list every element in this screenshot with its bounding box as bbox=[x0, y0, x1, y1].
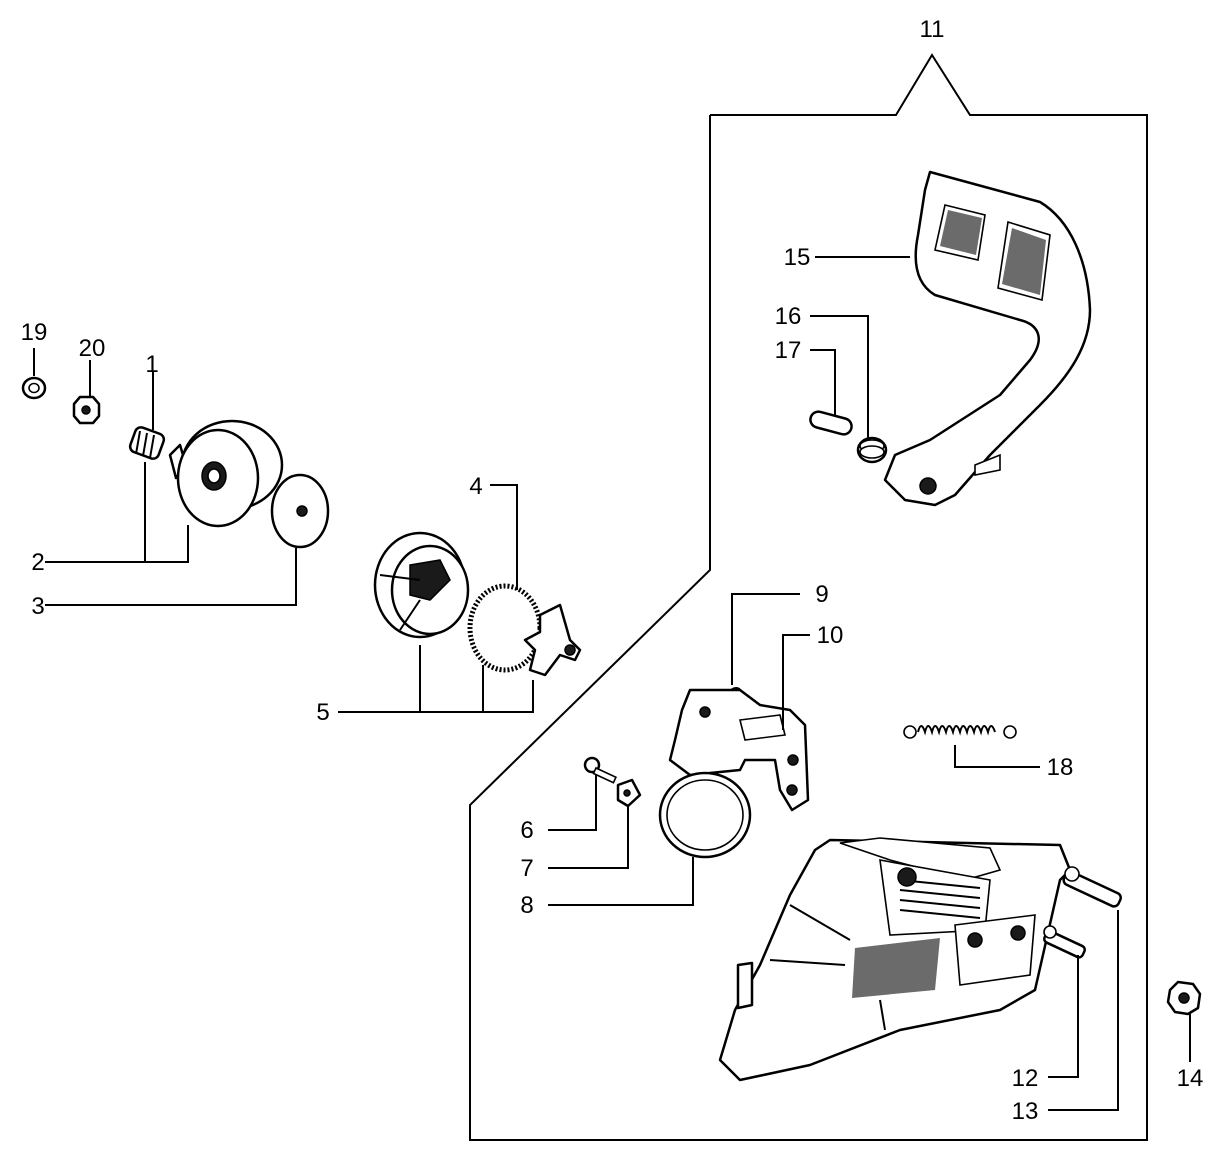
callout-10: 10 bbox=[817, 622, 844, 649]
callout-14: 14 bbox=[1177, 1065, 1204, 1092]
part-8-brake-band bbox=[548, 771, 752, 906]
part-2-clutch-drum bbox=[45, 419, 284, 563]
part-10-brake-lever bbox=[668, 634, 810, 812]
callout-4: 4 bbox=[469, 473, 482, 500]
callout-20: 20 bbox=[79, 335, 106, 362]
callout-2: 2 bbox=[31, 549, 44, 576]
callout-7: 7 bbox=[520, 855, 533, 882]
part-9-circlip bbox=[729, 593, 800, 701]
part-12-bolt bbox=[1042, 925, 1086, 1078]
part-18-tension-spring bbox=[903, 725, 1040, 768]
callout-9: 9 bbox=[815, 581, 828, 608]
part-17-pin bbox=[809, 349, 853, 436]
part-14-nut bbox=[1166, 980, 1202, 1062]
callout-13: 13 bbox=[1012, 1098, 1039, 1125]
part-13-pin-bolt bbox=[1048, 866, 1122, 1111]
callout-12: 12 bbox=[1012, 1065, 1039, 1092]
callout-3: 3 bbox=[31, 593, 44, 620]
callout-17: 17 bbox=[775, 337, 802, 364]
part-15-hand-guard bbox=[815, 170, 1092, 507]
callout-1: 1 bbox=[145, 351, 158, 378]
part-6-screw bbox=[548, 756, 618, 831]
chain-brake-cover bbox=[718, 837, 1072, 1082]
part-1-needle-bearing bbox=[128, 372, 166, 460]
callout-5: 5 bbox=[316, 699, 329, 726]
callout-16: 16 bbox=[775, 303, 802, 330]
callout-18: 18 bbox=[1047, 754, 1074, 781]
part-3-washer-plate bbox=[45, 473, 330, 606]
part-19-washer bbox=[21, 348, 47, 400]
part-16-spring bbox=[810, 315, 888, 464]
clutch-hub bbox=[523, 603, 582, 677]
callout-6: 6 bbox=[520, 817, 533, 844]
callout-15: 15 bbox=[784, 244, 811, 271]
callout-19: 19 bbox=[21, 319, 48, 346]
part-5-clutch-shoes bbox=[338, 531, 534, 713]
assembly-11-boundary bbox=[469, 53, 1148, 1141]
part-20-nut bbox=[72, 360, 101, 425]
callout-8: 8 bbox=[520, 892, 533, 919]
callout-11: 11 bbox=[920, 16, 945, 43]
part-7-nut-plate bbox=[548, 778, 642, 869]
callout-labels: 1 2 3 4 5 6 7 8 9 10 11 12 13 14 15 16 1… bbox=[21, 16, 1204, 1125]
